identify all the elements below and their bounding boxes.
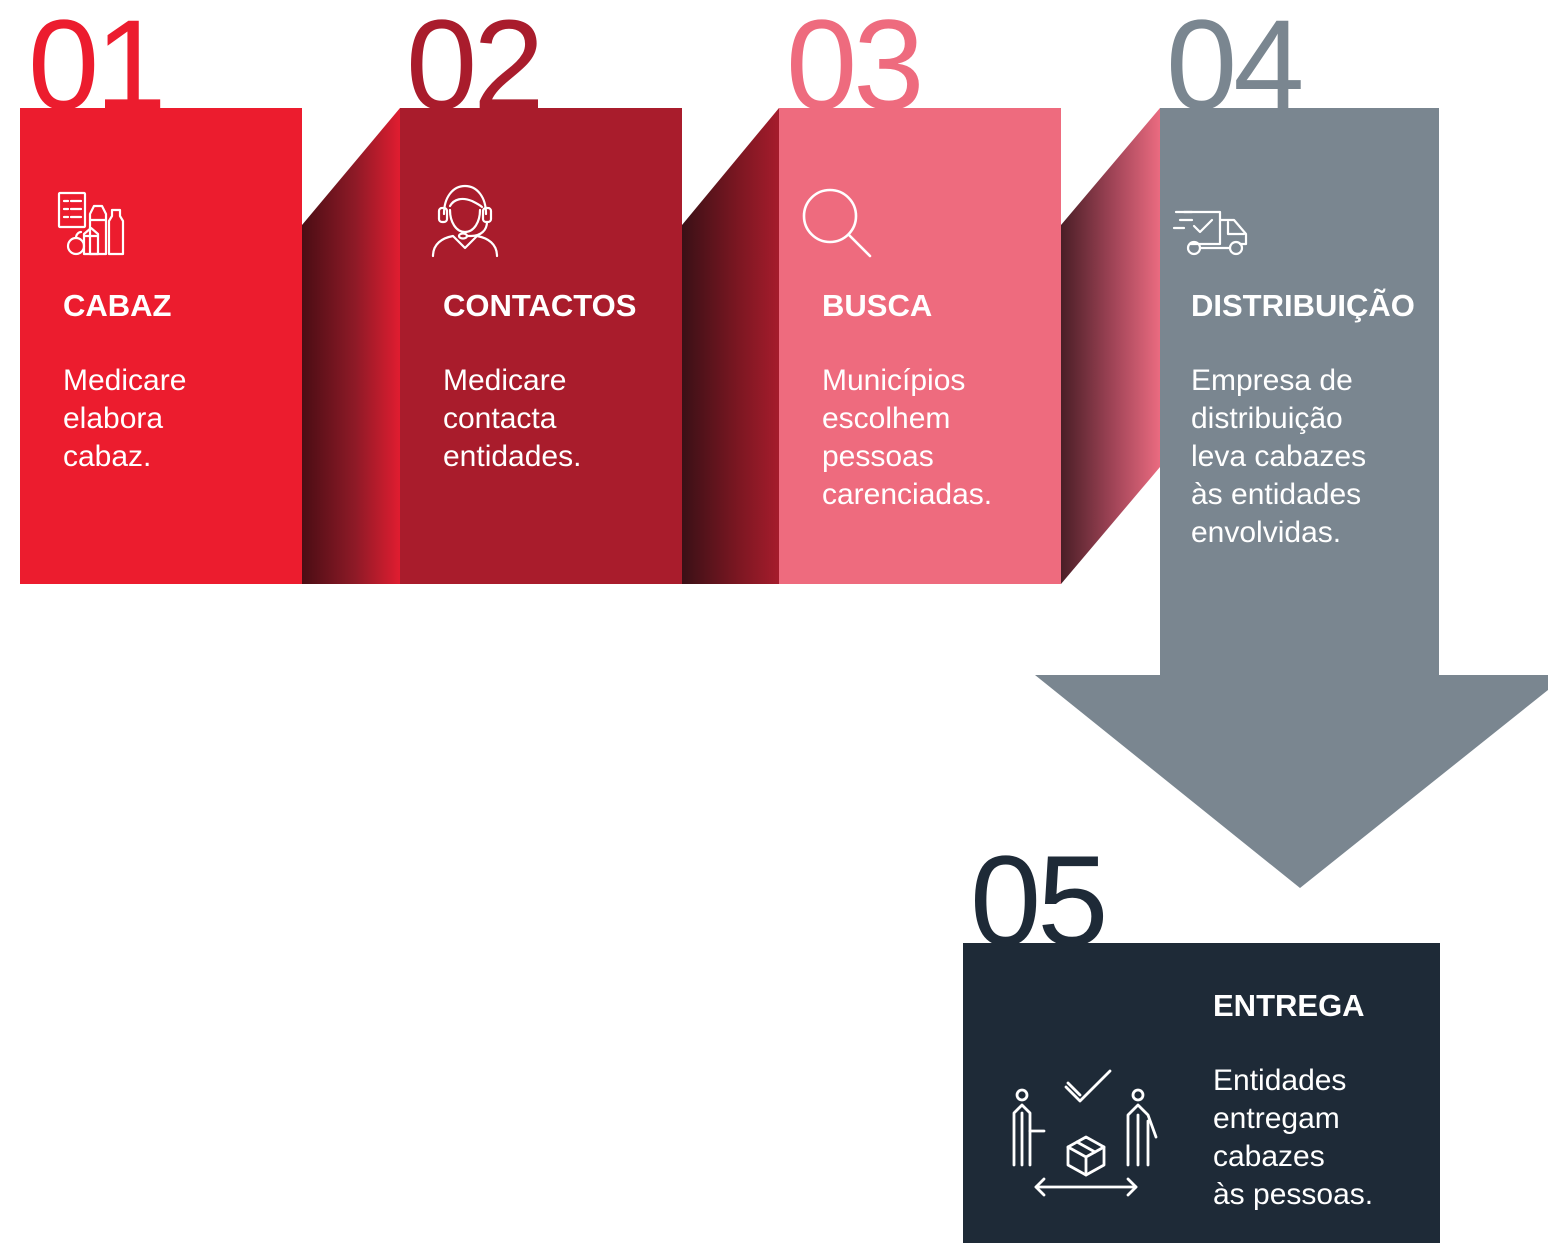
step-2-number: 02 <box>406 0 544 137</box>
step-2-title: CONTACTOS <box>443 288 637 323</box>
headset-agent-icon <box>430 182 500 258</box>
step-1-description: Medicare elabora cabaz. <box>63 364 187 473</box>
fold-1-2 <box>302 108 400 584</box>
step-3-title: BUSCA <box>822 288 933 323</box>
step-5-title: ENTREGA <box>1213 988 1365 1023</box>
step-1-number: 01 <box>28 0 166 137</box>
food-basket-icon <box>56 190 128 260</box>
fold-2-3 <box>682 108 779 584</box>
step-3-description: Municípios escolhem pessoas carenciadas. <box>822 364 993 511</box>
step-4-title: DISTRIBUIÇÃO <box>1191 288 1415 323</box>
step-5-description: Entidades entregam cabazes às pessoas. <box>1213 1064 1374 1211</box>
step-2-description: Medicare contacta entidades. <box>443 364 582 473</box>
panel-step-1 <box>20 108 302 584</box>
step-4-number: 04 <box>1166 0 1304 137</box>
step-5-number: 05 <box>970 830 1108 973</box>
step-1-title: CABAZ <box>63 288 172 323</box>
step-4-description: Empresa de distribuição leva cabazes às … <box>1191 364 1367 549</box>
panel-step-3 <box>779 108 1061 584</box>
fold-3-4 <box>1061 108 1160 584</box>
delivery-truck-icon <box>1172 206 1252 258</box>
handover-icon <box>1004 1065 1168 1199</box>
panel-step-2 <box>400 108 682 584</box>
step-3-number: 03 <box>786 0 924 137</box>
magnifier-icon <box>800 186 874 260</box>
panel-step-4-arrow <box>1035 108 1548 888</box>
